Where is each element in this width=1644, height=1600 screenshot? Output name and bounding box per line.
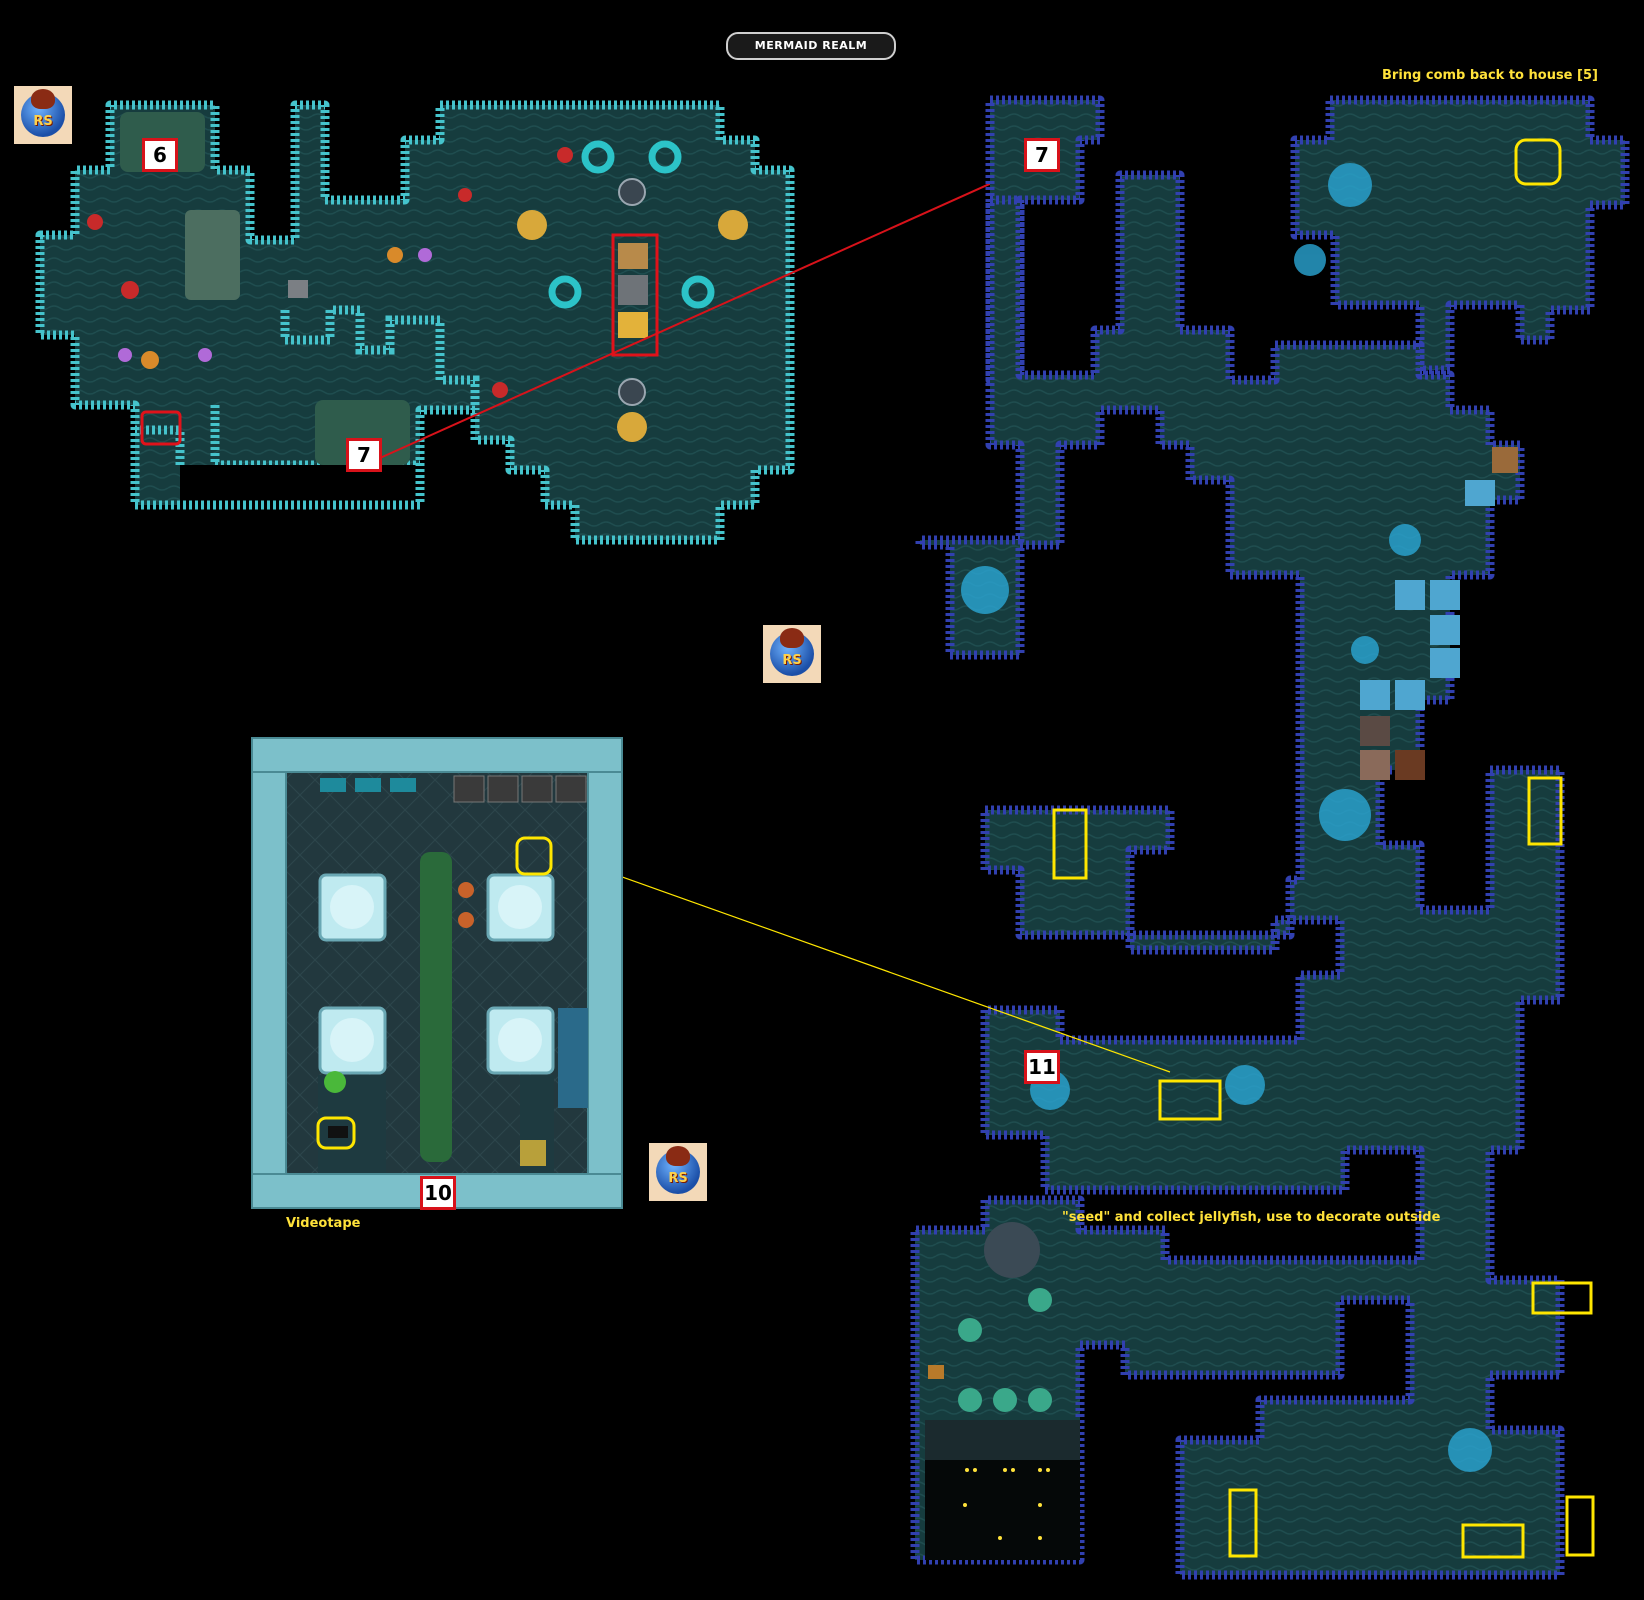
blue-cave-decor xyxy=(925,163,1518,1560)
connector-line-yellow xyxy=(551,851,1171,1073)
rs-logo-icon: RS xyxy=(770,628,814,676)
blue-cave xyxy=(910,95,1630,1580)
rs-logo-icon: RS xyxy=(21,89,65,137)
rs-logo-top-left: RS xyxy=(14,86,72,144)
highlight-boxes xyxy=(316,138,1595,1559)
rs-logo-bottom: RS xyxy=(649,1143,707,1201)
marker-7-left[interactable]: 7 xyxy=(346,438,382,472)
teal-cave-decor xyxy=(87,112,748,465)
marker-6[interactable]: 6 xyxy=(142,138,178,172)
map-title: MERMAID REALM xyxy=(726,32,896,60)
rs-logo-icon: RS xyxy=(656,1146,700,1194)
marker-7-right[interactable]: 7 xyxy=(1024,138,1060,172)
note-videotape: Videotape xyxy=(286,1216,361,1231)
note-comb: Bring comb back to house [5] xyxy=(1382,68,1598,83)
marker-11[interactable]: 11 xyxy=(1024,1050,1060,1084)
house-room xyxy=(251,737,623,1209)
marker-10[interactable]: 10 xyxy=(420,1176,456,1210)
red-boxes xyxy=(140,233,659,446)
note-seed: "seed" and collect jellyfish, use to dec… xyxy=(1062,1210,1441,1225)
connector-line-red xyxy=(379,167,1026,459)
rs-logo-center: RS xyxy=(763,625,821,683)
